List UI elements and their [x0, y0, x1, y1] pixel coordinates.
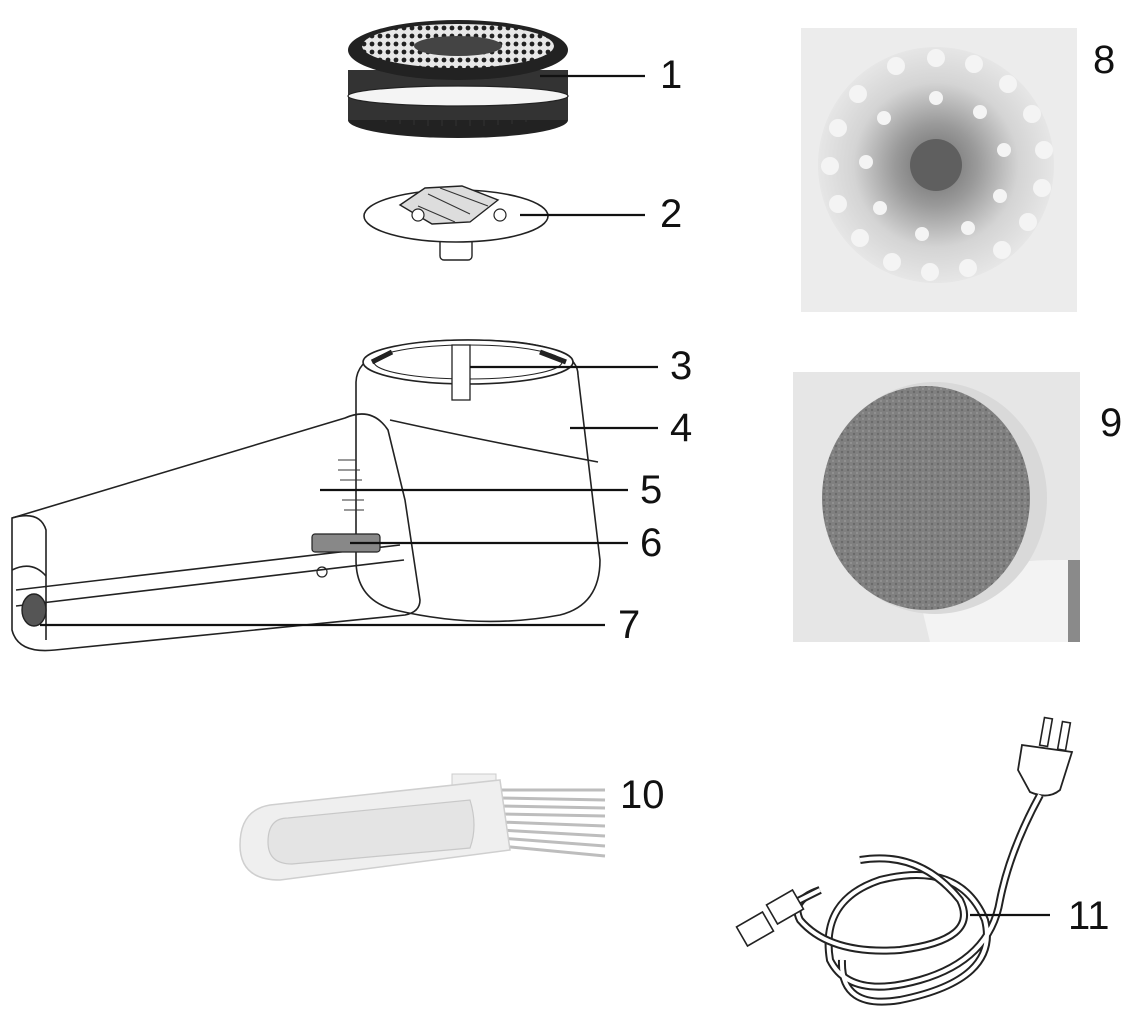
label-8: 8 [1093, 40, 1115, 80]
part-11-power-cord [737, 718, 1072, 1002]
label-6: 6 [640, 523, 662, 563]
label-2: 2 [660, 194, 682, 234]
label-7: 7 [618, 605, 640, 645]
label-5: 5 [640, 470, 662, 510]
label-9: 9 [1100, 403, 1122, 443]
part-8-photo-brush [801, 28, 1077, 312]
label-10: 10 [620, 775, 665, 815]
part-1-brush-head [348, 20, 568, 138]
part-9-photo-felt [793, 372, 1080, 642]
label-11: 11 [1068, 896, 1110, 936]
label-1: 1 [660, 55, 682, 95]
label-3: 3 [670, 346, 692, 386]
part-10-cleaning-brush [240, 774, 605, 880]
label-4: 4 [670, 408, 692, 448]
main-body [12, 340, 600, 651]
part-2-blade-disc [364, 186, 548, 260]
